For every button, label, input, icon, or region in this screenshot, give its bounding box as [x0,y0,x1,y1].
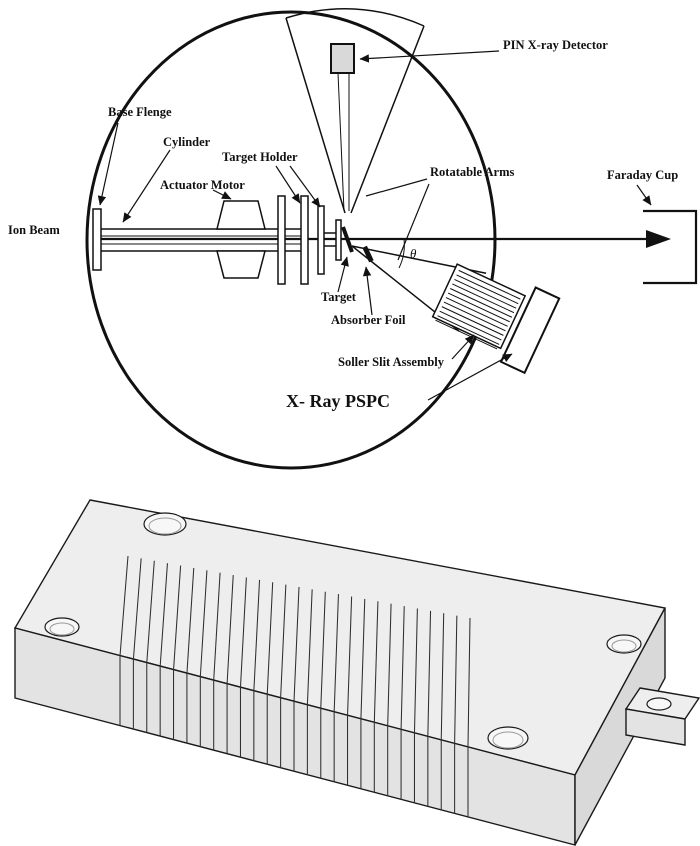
label-theta: θ [410,246,417,261]
flange-3 [317,205,325,275]
right-step [624,687,700,746]
label-ion-beam: Ion Beam [8,223,60,237]
pin-detector-box [330,43,355,74]
plate-right-face [574,607,666,846]
label-actuator-motor: Actuator Motor [160,178,245,192]
label-cylinder: Cylinder [163,135,211,149]
pspc-arm [351,245,561,375]
beam-arrowhead [646,230,671,248]
target-holder-plate [335,219,342,261]
label-pspc: X- Ray PSPC [286,391,390,411]
flange-1 [277,195,286,285]
soller-plate-drawing [13,499,700,846]
beam-pipe-assembly [92,195,342,285]
soller-slit-hatch [435,269,521,350]
label-absorber-foil: Absorber Foil [331,313,406,327]
theta-arc [398,238,405,269]
base-flange-shape [92,208,102,271]
actuator-motor-upper [216,200,266,230]
chamber-schematic: Ion Beam Base Flenge Cylinder Actuator M… [8,8,698,470]
absorber-foil-shape [362,245,374,263]
label-base-flange: Base Flenge [108,105,172,119]
label-pin-detector: PIN X-ray Detector [503,38,608,52]
pspc-box [499,286,561,375]
actuator-motor-lower [216,250,266,279]
label-target: Target [321,290,357,304]
faraday-cup-shape [643,209,698,285]
label-soller-slit: Soller Slit Assembly [338,355,445,369]
corner-holes [44,512,642,750]
pointer-arrows [97,50,652,401]
slit-grooves [119,555,471,817]
detector-arm [285,8,425,214]
flange-2 [300,195,309,285]
label-rotatable-arms: Rotatable Arms [430,165,514,179]
label-target-holder: Target Holder [222,150,298,164]
target-shape [341,226,354,253]
label-faraday-cup: Faraday Cup [607,168,678,182]
